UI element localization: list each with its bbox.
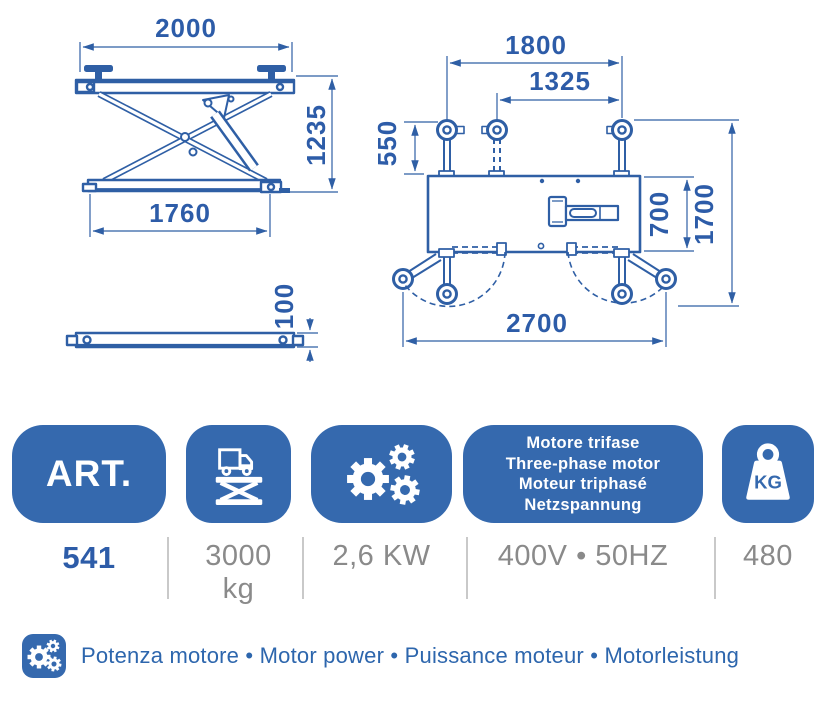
spec-col-power: 2,6 KW [311, 425, 452, 573]
article-number: 541 [62, 540, 116, 575]
motor-value: 400V • 50HZ [497, 540, 669, 572]
dimension-label: 1800 [505, 30, 567, 60]
dimension-label: 700 [644, 191, 674, 237]
weight-value: 480 [743, 540, 793, 572]
truck-on-scissor-lift-icon [215, 448, 262, 505]
gears-icon [346, 440, 422, 507]
dimension-label: 2700 [506, 308, 568, 338]
gears-icon [22, 634, 66, 678]
capacity-value: 3000 kg [205, 540, 272, 605]
divider [302, 537, 304, 599]
capacity-badge [186, 425, 291, 523]
side-view-lowered-drawing: 100 [65, 283, 318, 362]
top-view-drawing: 1800 1325 550 [372, 30, 739, 347]
dimension-label: 1235 [301, 104, 331, 166]
spec-col-motor: Motore trifase Three-phase motor Moteur … [463, 425, 703, 573]
weight-badge: KG [722, 425, 814, 523]
motor-badge: Motore trifase Three-phase motor Moteur … [463, 425, 703, 523]
power-badge [311, 425, 452, 523]
divider [167, 537, 169, 599]
motor-badge-line: Moteur triphasé [518, 475, 648, 493]
dimension-label: 100 [269, 283, 299, 329]
dimension-label: 1700 [689, 183, 719, 245]
motor-badge-line: Netzspannung [524, 495, 642, 514]
spec-col-article: ART. 541 [12, 425, 166, 576]
dimension-label: 1325 [529, 66, 591, 96]
spec-col-weight: KG 480 [722, 425, 814, 573]
dimension-label: 1760 [149, 198, 211, 228]
dimension-label: 550 [372, 120, 402, 166]
article-badge: ART. [12, 425, 166, 523]
footer-label: Potenza motore • Motor power • Puissance… [81, 643, 740, 668]
footer-note: Potenza motore • Motor power • Puissance… [22, 634, 739, 678]
kg-weight-icon: KG [746, 443, 790, 500]
divider [714, 537, 716, 599]
spec-col-capacity: 3000 kg [186, 425, 291, 606]
divider [466, 537, 468, 599]
motor-badge-line: Motore trifase [526, 434, 640, 452]
power-value: 2,6 KW [332, 540, 431, 572]
technical-drawings: 2000 [65, 13, 739, 362]
dimension-label: 2000 [155, 13, 217, 43]
kg-label: KG [754, 471, 782, 492]
side-view-raised-drawing: 2000 [74, 13, 338, 237]
article-badge-label: ART. [45, 453, 133, 494]
motor-badge-line: Three-phase motor [505, 454, 661, 473]
